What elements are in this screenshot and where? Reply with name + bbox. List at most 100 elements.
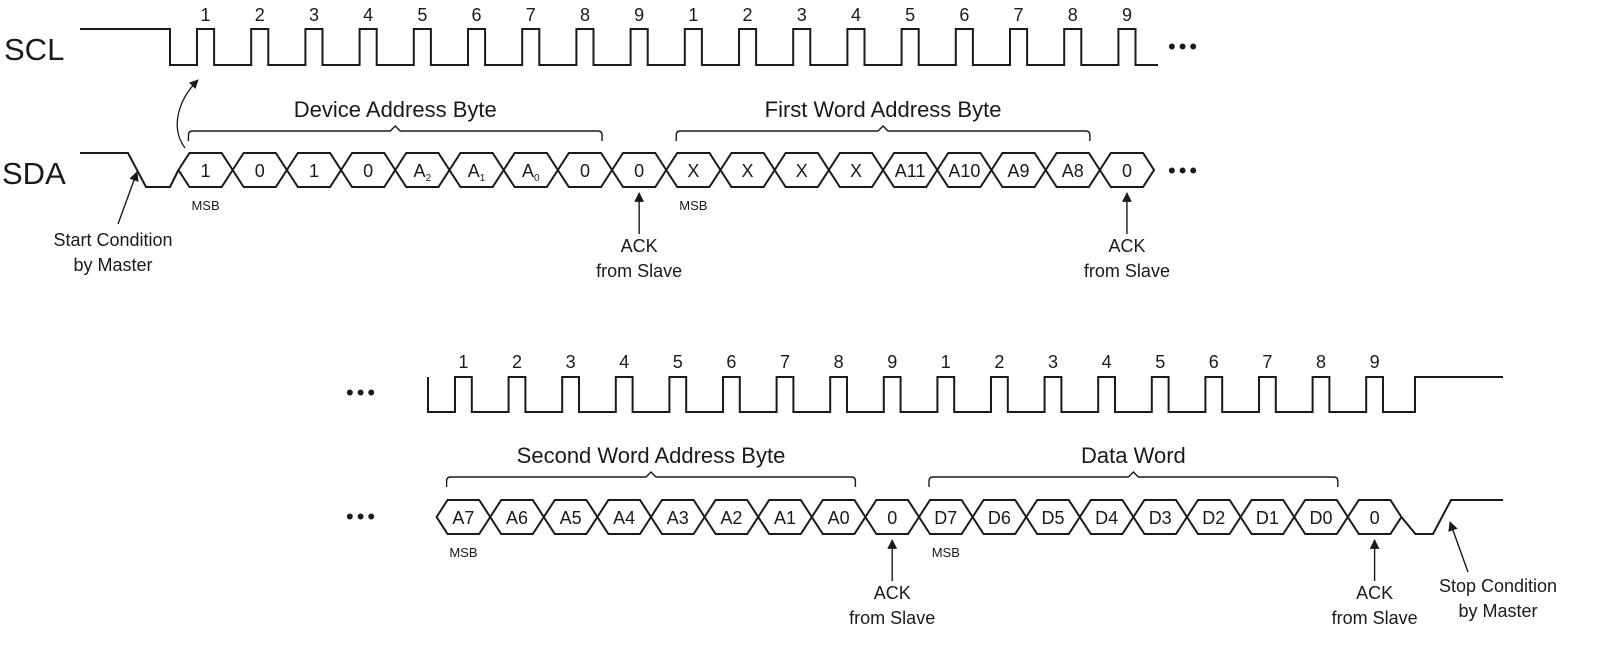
row1-scl-waveform [80, 28, 1158, 66]
row1-clock-number: 5 [417, 5, 427, 25]
bit-subscript: 1 [480, 173, 486, 184]
row2-ack-label: ACK [1356, 583, 1393, 603]
row1-clock-number: 6 [959, 5, 969, 25]
row2-clock-number: 7 [1262, 352, 1272, 372]
row1-clock-number: 6 [472, 5, 482, 25]
row1-clock-number: 8 [580, 5, 590, 25]
row1-bit-value: A9 [1008, 161, 1030, 181]
row1-clock-number: 7 [1014, 5, 1024, 25]
bit-main: A0 [828, 508, 850, 528]
row2-ack-bit-value: 0 [887, 508, 897, 528]
bit-main: X [850, 161, 862, 181]
row2-scl-waveform [427, 376, 1503, 413]
row2-bit-value: A0 [828, 508, 850, 528]
bit-main: D1 [1256, 508, 1279, 528]
row2-ack-from-slave: from Slave [849, 608, 935, 628]
row2-bit-value: D1 [1256, 508, 1279, 528]
row2-clock-number: 2 [512, 352, 522, 372]
row1-sda-start-waveform [80, 152, 180, 188]
bit-main: X [687, 161, 699, 181]
bit-main: A2 [720, 508, 742, 528]
row1-bit-value: A0 [522, 161, 540, 184]
row1-bit-value: 0 [255, 161, 265, 181]
row1-byte-brace [187, 125, 603, 141]
bit-main: A11 [895, 161, 926, 181]
row1-ack-label: ACK [1108, 236, 1145, 256]
row1-byte-label: Device Address Byte [294, 97, 497, 122]
row1-clock-number: 9 [1122, 5, 1132, 25]
row1-bit-value: A8 [1062, 161, 1084, 181]
row2-byte-label: Data Word [1081, 443, 1186, 468]
row1-bit-value: A11 [895, 161, 926, 181]
row2-byte-label: Second Word Address Byte [517, 443, 786, 468]
row1-ack-from-slave: from Slave [596, 261, 682, 281]
bit-main: 0 [255, 161, 265, 181]
row2-bit-value: A6 [506, 508, 528, 528]
row1-scl-ellipsis: ••• [1168, 34, 1200, 59]
bit-main: A10 [948, 161, 980, 181]
start-to-clock-arrow [176, 79, 199, 149]
row2-bit-value: A1 [774, 508, 796, 528]
bit-main: 1 [201, 161, 211, 181]
row2-sda-ellipsis: ••• [346, 504, 378, 529]
row2-ack-label: ACK [874, 583, 911, 603]
row1-ack-bit-value: 0 [634, 161, 644, 181]
row1-bit-value: 0 [580, 161, 590, 181]
row2-ack-from-slave: from Slave [1332, 608, 1418, 628]
row2-clock-number: 8 [834, 352, 844, 372]
row2-bit-value: A4 [613, 508, 635, 528]
row2-msb-label: MSB [932, 545, 960, 560]
row2-sda-stop-waveform [1400, 499, 1503, 535]
bit-subscript: 0 [534, 173, 540, 184]
row2-bit-value: D2 [1202, 508, 1225, 528]
row1-clock-number: 9 [634, 5, 644, 25]
row1-bit-value: X [850, 161, 862, 181]
row1-clock-number: 3 [797, 5, 807, 25]
row1-byte-label: First Word Address Byte [765, 97, 1002, 122]
row1-clock-number: 2 [255, 5, 265, 25]
row2-clock-number: 1 [941, 352, 951, 372]
row1-clock-number: 1 [201, 5, 211, 25]
row1-byte-brace [675, 125, 1091, 141]
row1-bit-value: 0 [363, 161, 373, 181]
row2-bit-value: D6 [988, 508, 1011, 528]
row1-sda-ack-cell [1098, 152, 1156, 188]
bit-main: 1 [309, 161, 319, 181]
row2-clock-number: 5 [673, 352, 683, 372]
bit-main: 0 [363, 161, 373, 181]
row2-clock-number: 3 [1048, 352, 1058, 372]
row2-clock-number: 9 [887, 352, 897, 372]
row1-clock-number: 3 [309, 5, 319, 25]
row1-clock-number: 4 [851, 5, 861, 25]
stop-condition-label-line2: by Master [1458, 601, 1537, 621]
bit-main: A7 [452, 508, 474, 528]
stop-condition-label: Stop Condition [1439, 576, 1557, 596]
row1-clock-number: 4 [363, 5, 373, 25]
row2-bit-value: D3 [1149, 508, 1172, 528]
bit-main: A1 [774, 508, 796, 528]
bit-main: D6 [988, 508, 1011, 528]
start-condition-label: Start Condition [53, 230, 172, 250]
bit-main: D4 [1095, 508, 1118, 528]
row2-clock-number: 1 [458, 352, 468, 372]
bit-main: A4 [613, 508, 635, 528]
row2-bit-value: D7 [934, 508, 957, 528]
row2-clock-number: 6 [1209, 352, 1219, 372]
sda-label: SDA [2, 156, 66, 191]
row1-bit-value: X [742, 161, 754, 181]
row1-bit-value: A2 [414, 161, 432, 184]
bit-main: D0 [1309, 508, 1332, 528]
row2-bit-value: A3 [667, 508, 689, 528]
row2-clock-number: 9 [1370, 352, 1380, 372]
scl-label: SCL [4, 32, 64, 67]
row2-msb-label: MSB [449, 545, 477, 560]
row2-clock-number: 8 [1316, 352, 1326, 372]
bit-main: D5 [1041, 508, 1064, 528]
row1-bit-value: 1 [201, 161, 211, 181]
row2-ack-bit-value: 0 [1370, 508, 1380, 528]
row1-msb-label: MSB [679, 198, 707, 213]
row1-ack-from-slave: from Slave [1084, 261, 1170, 281]
row1-bit-value: X [796, 161, 808, 181]
row2-bit-value: A7 [452, 508, 474, 528]
